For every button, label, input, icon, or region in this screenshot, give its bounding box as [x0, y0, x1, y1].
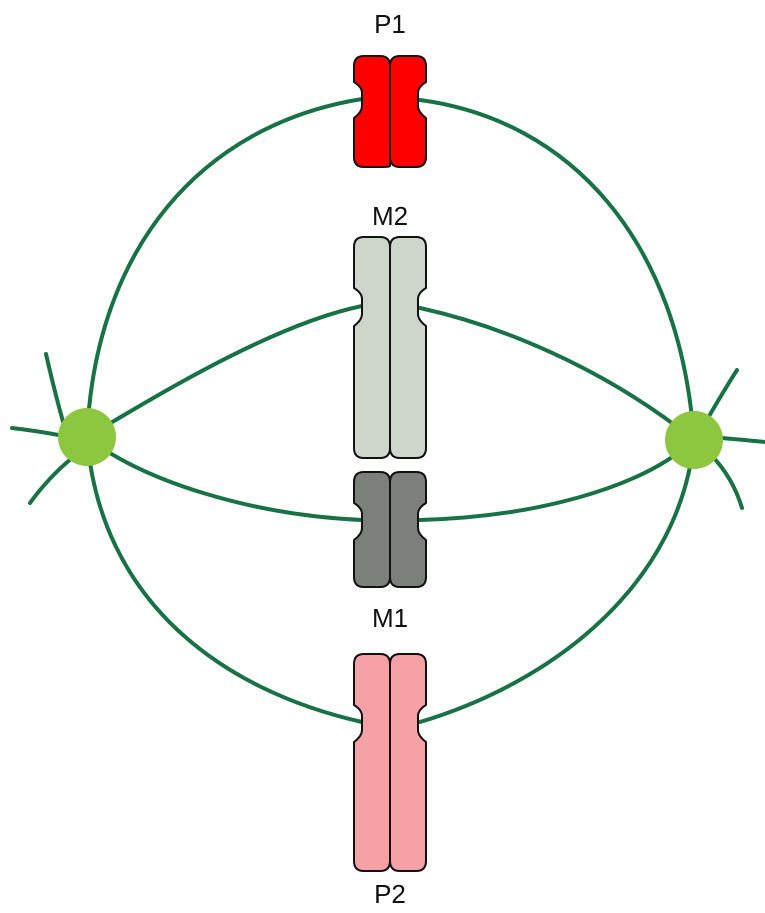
left-aster-ray — [12, 428, 64, 436]
spindle-fiber — [87, 437, 362, 520]
label-m1: M1 — [372, 603, 408, 633]
chromatid — [354, 56, 390, 167]
spindle-fiber — [87, 306, 362, 437]
chromatid — [390, 654, 426, 871]
chromosome-p1 — [354, 56, 426, 167]
right-centrosome — [665, 411, 723, 469]
spindle-fiber — [87, 437, 362, 722]
chromatid — [390, 56, 426, 167]
left-centrosome — [58, 408, 116, 466]
label-p2: P2 — [374, 879, 406, 909]
spindle-fiber — [420, 100, 694, 440]
chromatid — [354, 654, 390, 871]
chromosome-m2 — [354, 237, 426, 458]
spindle-fiber — [87, 99, 362, 437]
chromatid — [390, 237, 426, 458]
chromatid — [354, 472, 390, 587]
right-aster-ray — [712, 456, 742, 508]
label-p1: P1 — [374, 9, 406, 39]
spindle-fiber — [420, 440, 694, 520]
left-aster-ray — [30, 458, 72, 503]
chromatid — [354, 237, 390, 458]
right-aster-ray — [722, 438, 765, 442]
spindle-fiber — [420, 308, 694, 440]
label-m2: M2 — [372, 201, 408, 231]
right-aster-ray — [708, 370, 737, 418]
left-aster-ray — [46, 354, 66, 432]
chromatid — [390, 472, 426, 587]
chromosome-m1 — [354, 472, 426, 587]
chromosome-p2 — [354, 654, 426, 871]
spindle-fiber — [420, 440, 694, 722]
